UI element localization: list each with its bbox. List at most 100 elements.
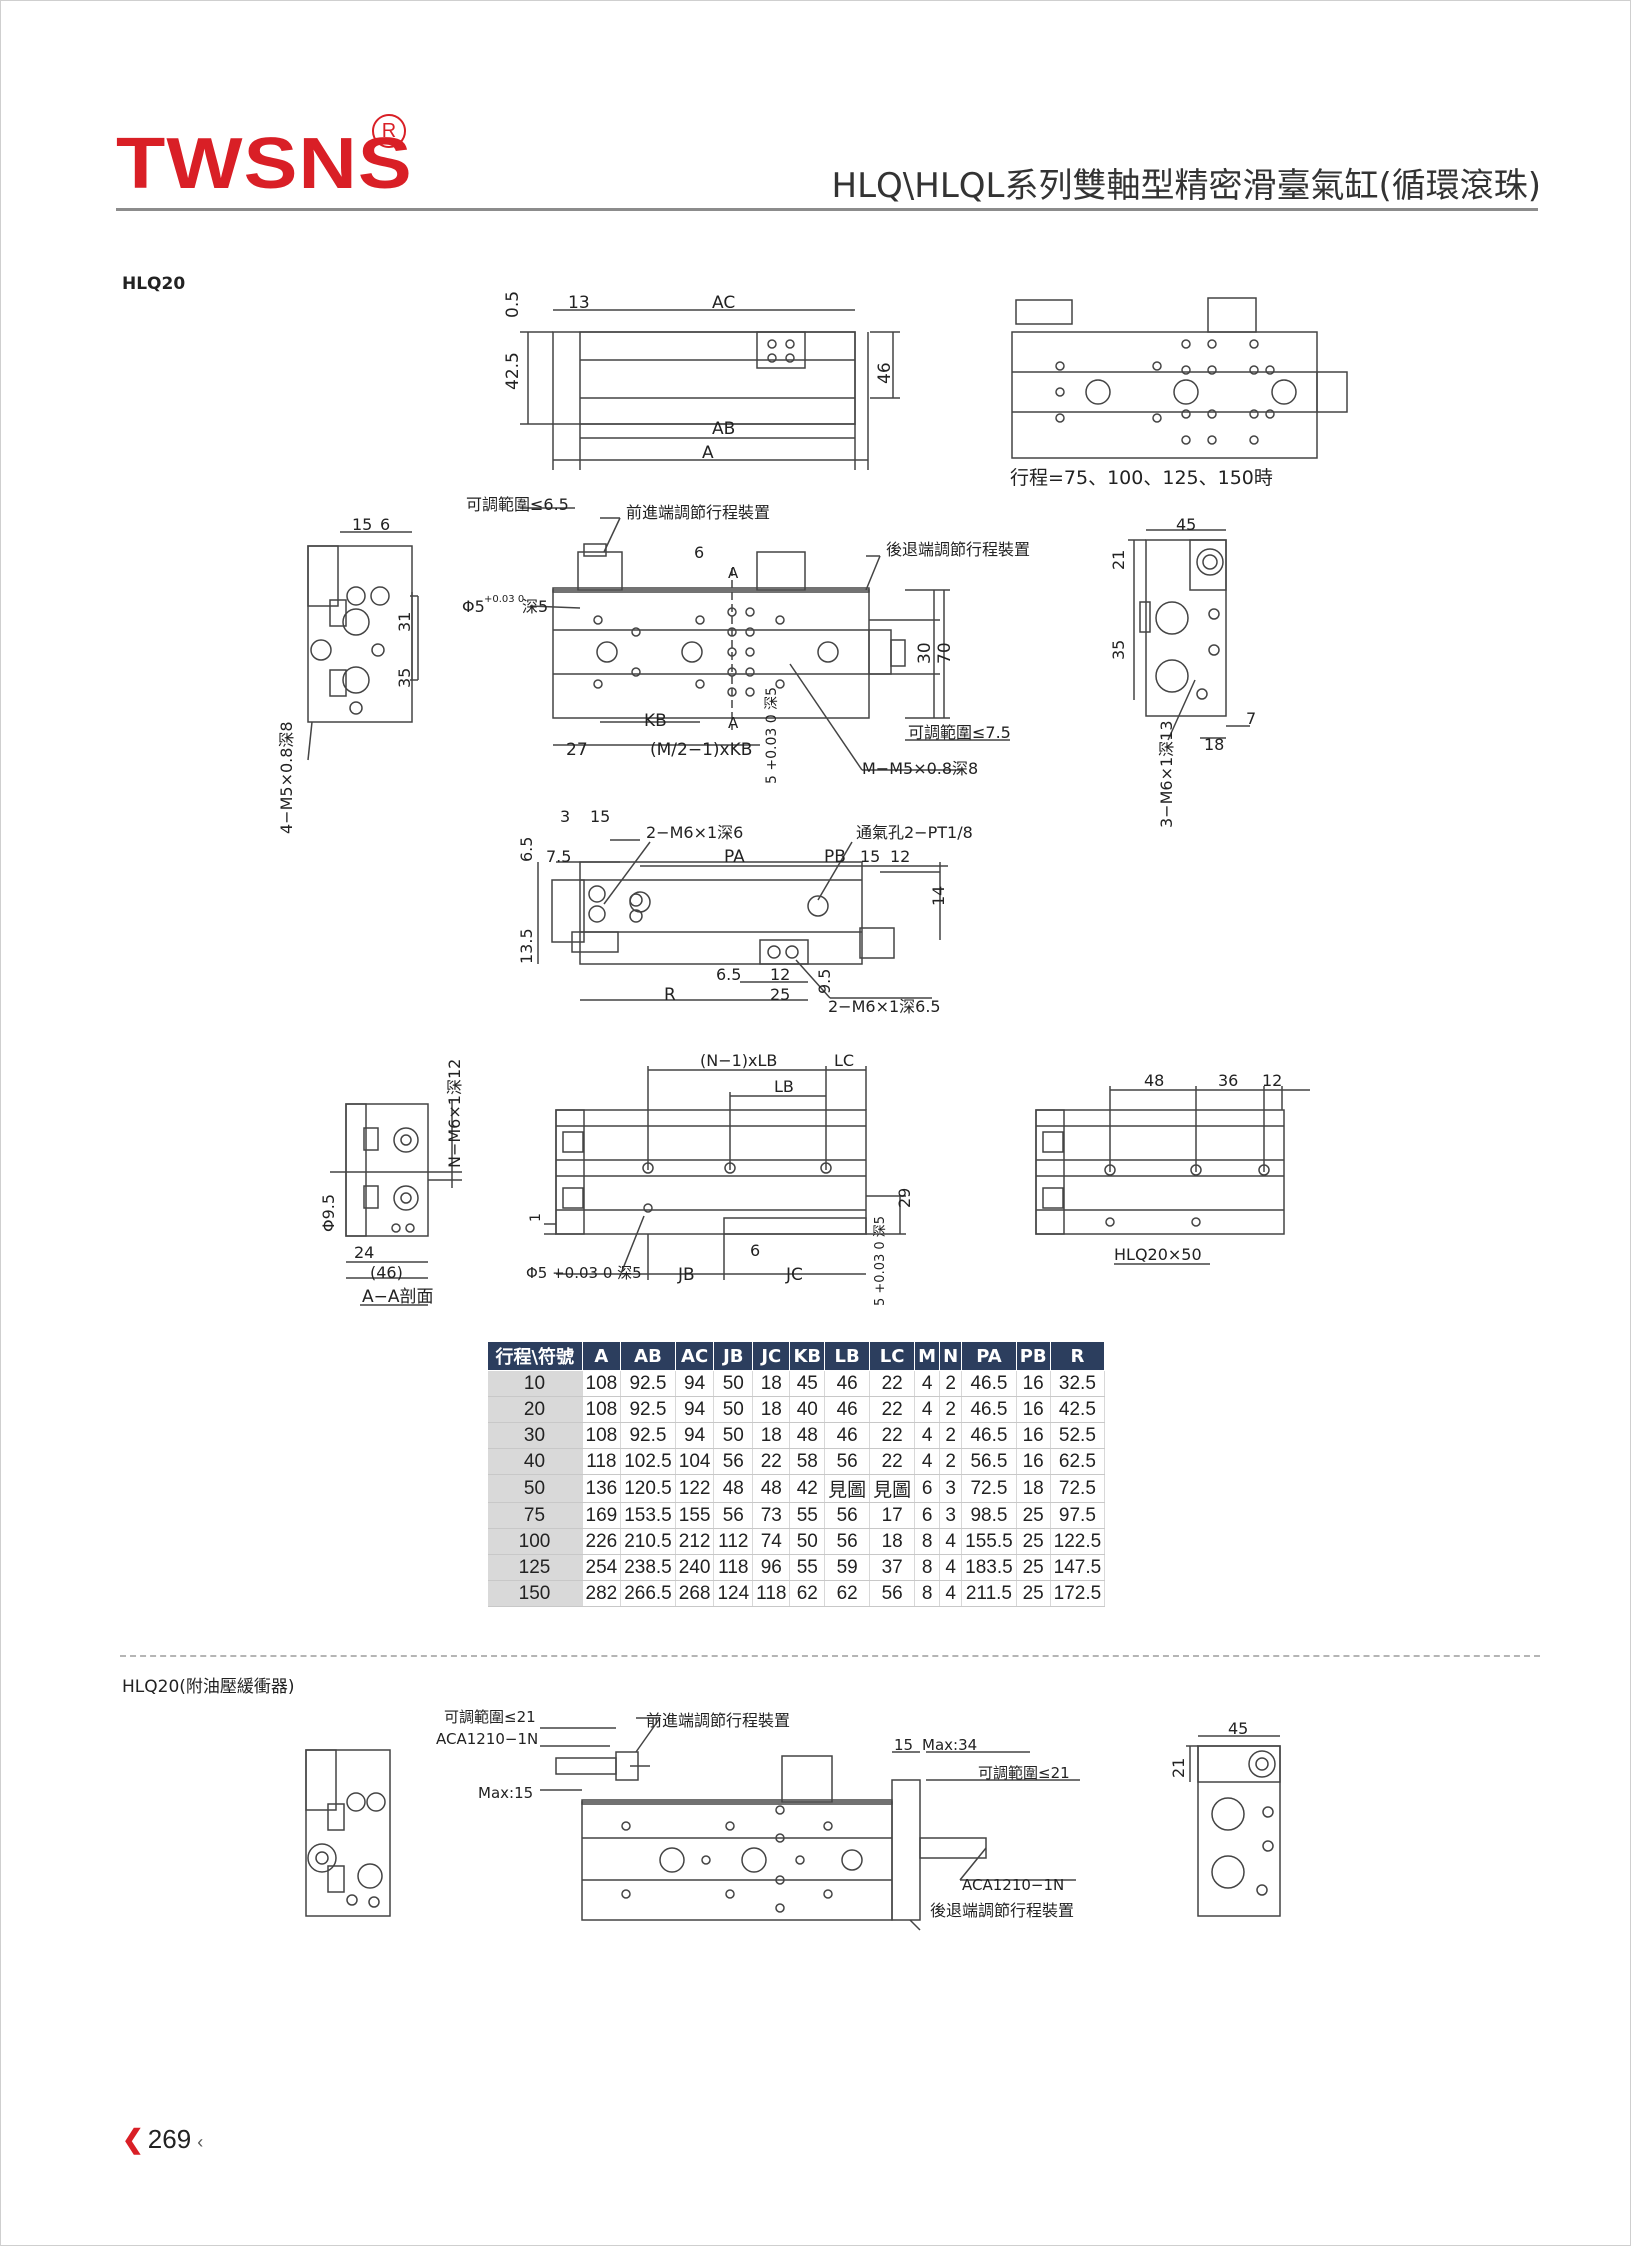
table-cell: 62: [789, 1580, 826, 1607]
table-cell: 50: [713, 1370, 754, 1397]
table-cell: 72.5: [961, 1474, 1017, 1503]
table-cell: 118: [582, 1448, 622, 1475]
col-header: 行程\符號: [487, 1341, 583, 1371]
table-cell: 16: [1016, 1448, 1051, 1475]
table-cell: 212: [675, 1528, 715, 1555]
table-cell: 48: [789, 1422, 826, 1449]
dim-27: 27: [566, 740, 588, 760]
section-dim-phi9-5: Φ9.5: [319, 1194, 338, 1232]
col-header: AC: [674, 1341, 715, 1371]
col-header: PB: [1015, 1341, 1051, 1371]
shock-max-15: Max:15: [478, 1784, 533, 1802]
table-cell: 4: [914, 1396, 941, 1423]
bottom-dim-pb: PB: [824, 847, 846, 867]
table-cell: 2: [939, 1396, 963, 1423]
bottom-dim-pa: PA: [724, 847, 745, 867]
table-cell: 18: [752, 1370, 791, 1397]
left-dim-35: 35: [395, 668, 414, 688]
side-hole-label: Φ5 +0.03 0 深5: [526, 1264, 642, 1282]
col-header: AB: [620, 1341, 676, 1371]
dim-42-5: 42.5: [503, 352, 523, 390]
page-number-value: 269: [147, 2124, 192, 2154]
bottom-dim-12b: 12: [770, 965, 790, 984]
table-cell: 8: [914, 1528, 941, 1555]
table-cell: 16: [1016, 1370, 1051, 1397]
header-divider: [116, 208, 1538, 211]
table-cell: 42: [789, 1474, 826, 1503]
registered-mark-icon: R: [372, 114, 406, 148]
bottom-dim-25: 25: [770, 985, 790, 1004]
table-cell: 4: [914, 1448, 941, 1475]
table-cell: 226: [582, 1528, 622, 1555]
spec-table-header-row: 行程\符號 A AB AC JB JC KB LB LC M N PA PB R: [487, 1341, 1106, 1371]
table-cell: 52.5: [1050, 1422, 1106, 1449]
table-cell: 97.5: [1050, 1502, 1106, 1529]
table-cell: 18: [752, 1396, 791, 1423]
dim-13: 13: [568, 293, 590, 313]
bottom-dim-3: 3: [560, 807, 570, 826]
adj-range-7-5: 可調範圍≤7.5: [908, 723, 1011, 742]
side-dim-1: 1: [528, 1213, 544, 1222]
table-cell: 94: [675, 1422, 715, 1449]
section-dim-24: 24: [354, 1243, 374, 1262]
col-header: A: [581, 1341, 622, 1371]
col-header: JC: [752, 1341, 791, 1371]
shock-front-view-drawing: [540, 1717, 1080, 1931]
table-cell: 22: [752, 1448, 791, 1475]
left-dim-6: 6: [380, 515, 390, 534]
col-header: LC: [869, 1341, 916, 1371]
chevron-left-icon: ❮: [122, 2124, 144, 2154]
side-dim-jb: JB: [677, 1265, 695, 1285]
shock-adj-21-left: 可調範圍≤21: [444, 1708, 536, 1726]
table-cell: 210.5: [620, 1528, 676, 1555]
table-cell: 4: [914, 1422, 941, 1449]
table-cell: 56: [713, 1502, 754, 1529]
side-dim-29: 29: [895, 1188, 914, 1208]
table-cell: 18: [1016, 1474, 1051, 1503]
section-label-hlq20-shock: HLQ20(附油壓緩衝器): [122, 1677, 295, 1697]
side-dim-lc: LC: [834, 1051, 854, 1070]
table-cell: 102.5: [620, 1448, 676, 1475]
hlq20x50-drawing: [1035, 1086, 1310, 1265]
table-cell: 4: [939, 1528, 963, 1555]
table-cell: 22: [869, 1422, 916, 1449]
screw-m-label: M−M5×0.8深8: [862, 759, 978, 778]
stroke-cell: 20: [487, 1396, 583, 1423]
adj-range-6-5: 可調範圍≤6.5: [466, 495, 569, 514]
table-cell: 122: [675, 1474, 715, 1503]
table-cell: 108: [582, 1422, 622, 1449]
table-cell: 3: [939, 1502, 963, 1529]
table-cell: 56: [824, 1502, 871, 1529]
table-cell: 6: [914, 1474, 941, 1503]
bottom-dim-12: 12: [890, 847, 910, 866]
front-adjuster-label: 前進端調節行程裝置: [626, 503, 770, 522]
table-cell: 46: [824, 1370, 871, 1397]
stroke-note: 行程=75、100、125、150時: [1010, 467, 1273, 489]
stroke-cell: 10: [487, 1370, 583, 1397]
bottom-dim-13-5: 13.5: [517, 928, 536, 964]
top-right-view-drawing: [1011, 297, 1348, 459]
table-cell: 16: [1016, 1396, 1051, 1423]
table-cell: 2: [939, 1448, 963, 1475]
left-end-view-drawing: [307, 531, 419, 761]
bottom-dim-9-5: 9.5: [815, 969, 834, 994]
right-end-view-drawing: [1128, 529, 1250, 741]
table-cell: 120.5: [620, 1474, 676, 1503]
shock-dim-45: 45: [1228, 1719, 1248, 1738]
table-cell: 4: [939, 1580, 963, 1607]
table-cell: 4: [914, 1370, 941, 1397]
bottom-dim-15b: 15: [860, 847, 880, 866]
front-view-drawing: [520, 507, 1010, 771]
col-header: JB: [713, 1341, 754, 1371]
table-cell: 25: [1016, 1528, 1051, 1555]
table-cell: 56: [824, 1448, 871, 1475]
table-cell: 46.5: [961, 1422, 1017, 1449]
table-cell: 45: [789, 1370, 826, 1397]
chevron-left-small-icon: ‹: [197, 2132, 204, 2152]
x50-caption: HLQ20×50: [1114, 1245, 1202, 1264]
table-cell: 124: [713, 1580, 754, 1607]
